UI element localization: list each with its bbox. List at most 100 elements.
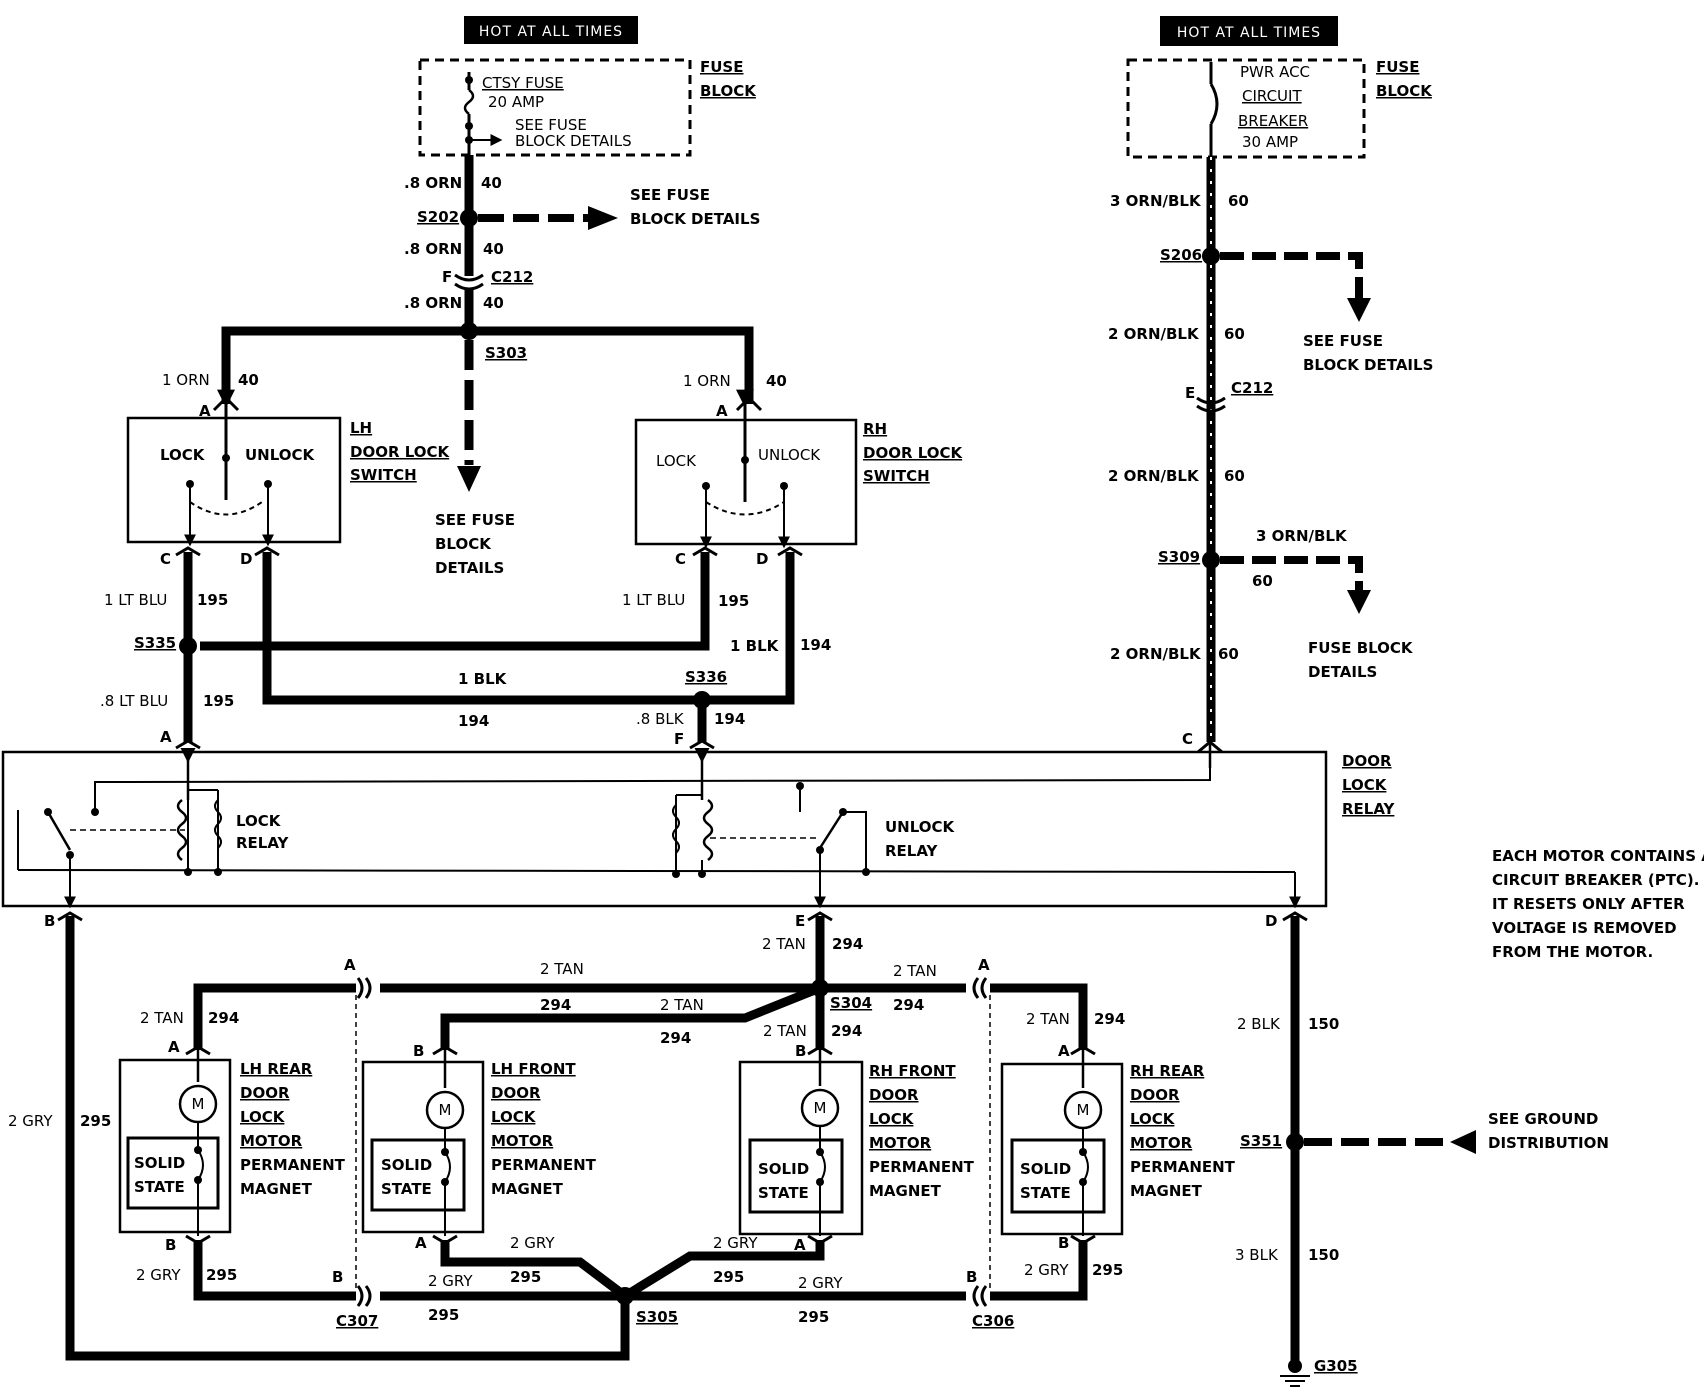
svg-text:BREAKER: BREAKER [1238,112,1308,130]
svg-text:LOCK: LOCK [491,1108,537,1126]
svg-text:MAGNET: MAGNET [240,1180,313,1198]
svg-text:RH REAR: RH REAR [1130,1062,1205,1080]
courtesy-fuse-block: CTSY FUSE 20 AMP SEE FUSE BLOCK DETAILS … [418,58,757,157]
svg-text:60: 60 [1224,325,1245,343]
svg-text:SEE GROUND: SEE GROUND [1488,1110,1598,1128]
svg-text:PERMANENT: PERMANENT [1130,1158,1236,1176]
svg-text:295: 295 [428,1306,459,1324]
svg-text:B: B [165,1236,176,1254]
lh-front-door-lock-motor: M SOLID STATE B A LH FRONT DOOR LOCK MOT… [361,1042,597,1252]
svg-text:194: 194 [714,710,745,728]
svg-text:LOCK: LOCK [656,452,697,470]
svg-text:IT RESETS ONLY AFTER: IT RESETS ONLY AFTER [1492,895,1685,913]
svg-text:STATE: STATE [758,1184,809,1202]
circuit-195-194-wires: C D C D 1 LT BLU 195 1 LT BLU 195 S335 1… [100,546,831,742]
splice-s206 [1202,247,1220,265]
svg-text:40: 40 [238,371,259,389]
svg-text:SEE FUSE: SEE FUSE [1303,332,1383,350]
splice-s202 [460,209,478,227]
svg-text:C212: C212 [1231,379,1273,397]
svg-text:295: 295 [1092,1261,1123,1279]
svg-text:MOTOR: MOTOR [240,1132,303,1150]
svg-text:MOTOR: MOTOR [1130,1134,1193,1152]
svg-text:S335: S335 [134,634,176,652]
svg-text:F: F [442,268,452,286]
svg-text:BLOCK DETAILS: BLOCK DETAILS [1303,356,1433,374]
svg-text:FUSE: FUSE [1376,58,1419,76]
svg-text:2 GRY: 2 GRY [428,1272,473,1290]
svg-text:BLOCK DETAILS: BLOCK DETAILS [630,210,760,228]
splice-s351 [1286,1133,1304,1151]
svg-text:S336: S336 [685,668,727,686]
svg-text:2 TAN: 2 TAN [763,1022,807,1040]
svg-text:DOOR: DOOR [869,1086,919,1104]
svg-text:2 TAN: 2 TAN [893,962,937,980]
svg-text:3 ORN/BLK: 3 ORN/BLK [1110,192,1202,210]
svg-text:150: 150 [1308,1246,1339,1264]
svg-text:C: C [160,550,171,568]
svg-text:SOLID: SOLID [381,1156,432,1174]
svg-text:S304: S304 [830,994,872,1012]
svg-text:SWITCH: SWITCH [350,466,417,484]
svg-text:CTSY FUSE: CTSY FUSE [482,74,564,92]
svg-text:A: A [160,728,172,746]
svg-text:150: 150 [1308,1015,1339,1033]
svg-text:MOTOR: MOTOR [869,1134,932,1152]
splice-s335 [179,637,197,655]
svg-text:DETAILS: DETAILS [435,559,504,577]
svg-text:A: A [716,402,728,420]
svg-text:RH: RH [863,420,887,438]
svg-text:S305: S305 [636,1308,678,1326]
svg-text:D: D [1265,912,1277,930]
fuse-symbol-icon [463,89,475,115]
svg-text:UNLOCK: UNLOCK [758,446,821,464]
svg-text:295: 295 [798,1308,829,1326]
svg-text:SEE FUSE: SEE FUSE [435,511,515,529]
svg-text:BLOCK: BLOCK [1376,82,1433,100]
svg-text:MOTOR: MOTOR [491,1132,554,1150]
relay-output-wires: B 2 GRY 295 E 2 TAN 294 D 2 BLK 150 S351… [8,911,1609,1387]
svg-text:F: F [674,730,684,748]
svg-text:VOLTAGE IS REMOVED: VOLTAGE IS REMOVED [1492,919,1677,937]
svg-text:A: A [344,956,356,974]
svg-text:DOOR: DOOR [1130,1086,1180,1104]
svg-text:LH FRONT: LH FRONT [491,1060,576,1078]
svg-text:DOOR: DOOR [240,1084,290,1102]
rh-door-lock-switch: A LOCK UNLOCK RH DOOR LOCK SWITCH [634,389,964,549]
svg-text:LOCK: LOCK [1342,776,1388,794]
hot-at-all-times-header-right: HOT AT ALL TIMES [1160,16,1338,46]
svg-text:S206: S206 [1160,246,1202,264]
svg-text:C307: C307 [336,1312,378,1330]
svg-text:A: A [415,1234,427,1252]
svg-text:CIRCUIT BREAKER (PTC).: CIRCUIT BREAKER (PTC). [1492,871,1700,889]
svg-text:A: A [199,402,211,420]
svg-text:S202: S202 [417,208,459,226]
svg-text:40: 40 [766,372,787,390]
circuit-60-feed: 3 ORN/BLK 60 S206 SEE FUSE BLOCK DETAILS… [1108,157,1433,742]
svg-text:RELAY: RELAY [1342,800,1396,818]
svg-text:.8 BLK: .8 BLK [636,710,685,728]
svg-text:FUSE BLOCK: FUSE BLOCK [1308,639,1414,657]
svg-text:40: 40 [483,240,504,258]
svg-text:BLOCK DETAILS: BLOCK DETAILS [515,132,632,150]
svg-text:MAGNET: MAGNET [869,1182,942,1200]
svg-text:PERMANENT: PERMANENT [240,1156,346,1174]
svg-text:S309: S309 [1158,548,1200,566]
circuit-breaker-icon [1209,83,1219,125]
svg-text:C212: C212 [491,268,533,286]
svg-text:LOCK: LOCK [160,446,206,464]
svg-text:RH FRONT: RH FRONT [869,1062,956,1080]
svg-text:3 ORN/BLK: 3 ORN/BLK [1256,527,1348,545]
svg-text:LH REAR: LH REAR [240,1060,313,1078]
svg-text:194: 194 [458,712,489,730]
svg-text:FROM THE MOTOR.: FROM THE MOTOR. [1492,943,1653,961]
svg-text:UNLOCK: UNLOCK [245,446,316,464]
svg-text:FUSE: FUSE [700,58,743,76]
svg-text:LOCK: LOCK [869,1110,915,1128]
svg-text:STATE: STATE [134,1178,185,1196]
svg-text:B: B [413,1042,424,1060]
svg-text:B: B [1058,1234,1069,1252]
circuit-295-gry-distribution: B B C307 C306 S305 2 GRY 295 2 GRY 295 2… [136,1234,1123,1330]
svg-text:RELAY: RELAY [885,842,939,860]
